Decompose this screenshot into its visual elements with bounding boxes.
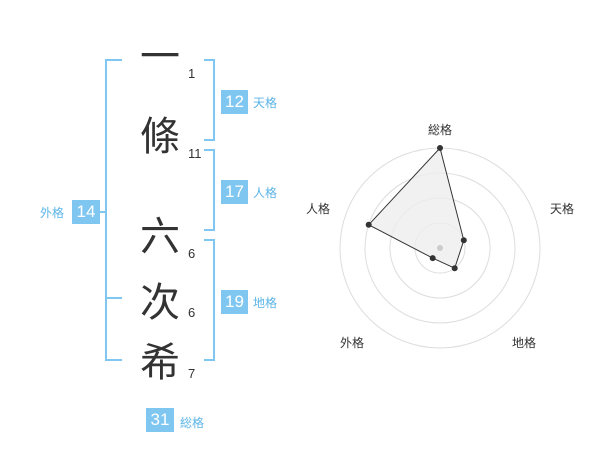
radar-center-dot [437,245,443,251]
chikaku-bracket [204,239,215,361]
name-char-1: 一 [140,34,180,80]
radar-label-tenkaku: 天格 [550,202,575,216]
radar-label-jinkaku: 人格 [306,202,331,216]
name-char-2: 條 [140,114,180,160]
gaikaku-bracket [105,59,122,361]
radar-point-5 [365,221,372,228]
jinkaku-label: 人格 [253,186,278,200]
name-char-3: 六 [140,214,180,260]
tenkaku-bracket [204,59,215,141]
name-char-5: 希 [140,340,180,386]
radar-point-3 [451,265,458,272]
radar-point-4 [429,255,436,262]
radar-polygon [367,146,465,269]
soukaku-label: 総格 [180,416,205,430]
soukaku-value-badge: 31 [146,408,174,432]
stroke-count-4: 6 [188,305,196,320]
name-char-4: 次 [140,280,180,326]
radar-point-2 [460,237,467,244]
tenkaku-label: 天格 [253,96,278,110]
radar-label-chikaku: 地格 [512,336,537,350]
tenkaku-value-badge: 12 [221,90,248,114]
radar-point-1 [437,145,443,151]
stroke-count-5: 7 [188,366,196,381]
gaikaku-label: 外格 [40,206,65,220]
jinkaku-bracket [204,149,215,231]
chikaku-value-badge: 19 [221,290,248,314]
radar-label-gaikaku: 外格 [340,336,365,350]
radar-label-soukaku: 総格 [428,123,453,137]
stroke-count-3: 6 [188,246,196,261]
chikaku-label: 地格 [253,296,278,310]
jinkaku-value-badge: 17 [221,180,248,204]
stroke-count-2: 11 [188,146,202,161]
stroke-count-1: 1 [188,66,196,81]
gaikaku-value-badge: 14 [72,200,100,224]
